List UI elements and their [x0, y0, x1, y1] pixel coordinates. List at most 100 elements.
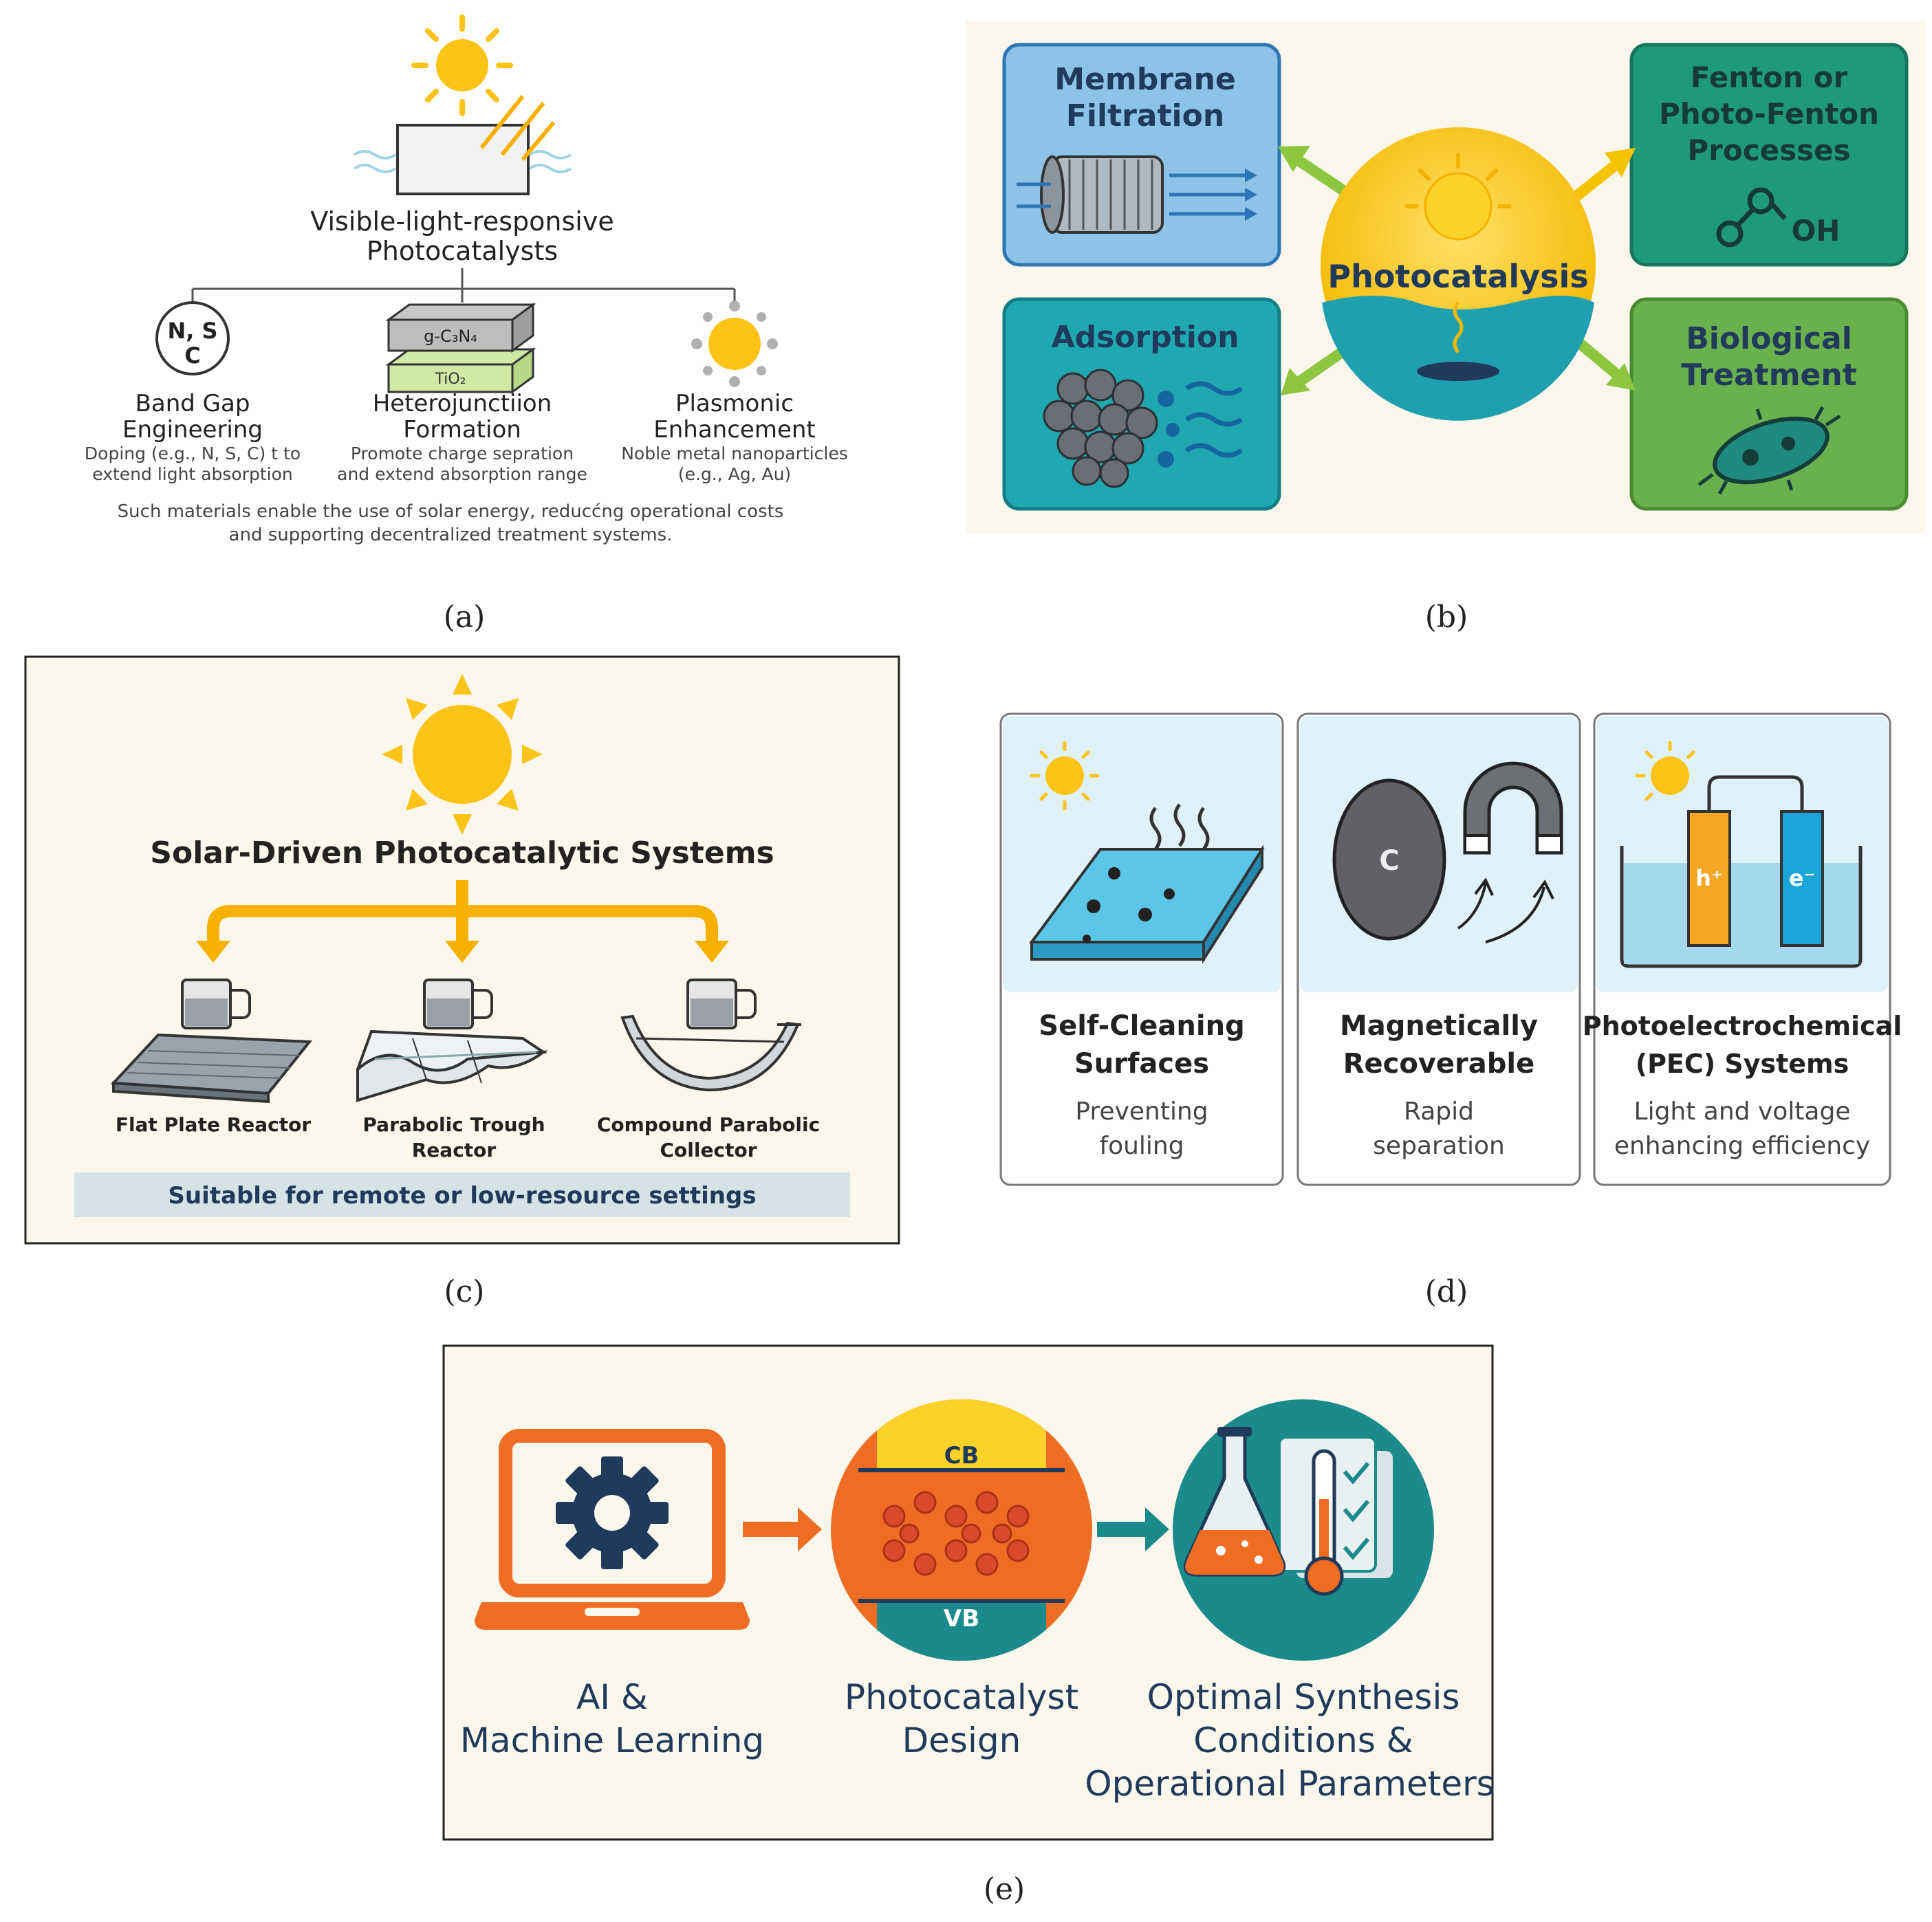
self-cleaning-card: Self-Cleaning Surfaces Preventing foulin… [999, 712, 1284, 1186]
arrow-right-icon [1097, 1507, 1169, 1551]
arrow-right-icon [743, 1507, 822, 1551]
svg-text:Photoelectrochemical: Photoelectrochemical [1583, 1011, 1902, 1041]
svg-text:Band Gap: Band Gap [135, 390, 250, 417]
svg-text:Formation: Formation [403, 416, 521, 444]
svg-text:Conditions &: Conditions & [1193, 1721, 1413, 1760]
sun-icon [1030, 741, 1100, 811]
adsorbent-particle-icon [1043, 369, 1158, 488]
sun-icon [382, 674, 543, 835]
electron-label: e⁻ [1789, 865, 1816, 891]
svg-text:and extend absorption range: and extend absorption range [337, 464, 587, 484]
svg-text:enhancing efficiency: enhancing efficiency [1614, 1132, 1870, 1160]
biological-treatment-box: Biological Treatment [1629, 297, 1909, 511]
svg-text:fouling: fouling [1099, 1132, 1184, 1160]
svg-text:Plasmonic: Plasmonic [675, 390, 794, 417]
svg-text:Noble metal nanoparticles: Noble metal nanoparticles [621, 444, 848, 463]
adsorption-box: Adsorption [1002, 297, 1281, 511]
svg-text:(PEC) Systems: (PEC) Systems [1636, 1049, 1849, 1079]
svg-text:Heterojunctiion: Heterojunctiion [373, 390, 552, 417]
svg-text:Rapid: Rapid [1404, 1097, 1474, 1126]
svg-text:Biological: Biological [1686, 321, 1852, 356]
pec-systems-card: h⁺ e⁻ Photoelectrochemical (PEC) Systems… [1583, 712, 1902, 1186]
doping-icon: N, S C [155, 301, 230, 375]
compound-parabolic-collector-icon [620, 1014, 801, 1092]
svg-text:Flat Plate Reactor: Flat Plate Reactor [116, 1113, 312, 1136]
svg-text:Operational Parameters: Operational Parameters [1085, 1764, 1494, 1804]
svg-text:AI &: AI & [576, 1677, 648, 1717]
svg-text:Surfaces: Surfaces [1074, 1048, 1209, 1080]
photoanode [1687, 810, 1731, 947]
svg-text:Engineering: Engineering [122, 416, 263, 444]
panel-a-footer-line1: Such materials enable the use of solar e… [118, 501, 784, 522]
surface-tile-icon [1029, 844, 1265, 964]
vb-label: VB [944, 1605, 979, 1632]
svg-text:Self-Cleaning: Self-Cleaning [1039, 1010, 1244, 1042]
cb-label: CB [944, 1442, 979, 1470]
svg-text:extend light absorption: extend light absorption [92, 464, 292, 484]
photocatalyst-design-icon: CB VB [831, 1399, 1092, 1661]
membrane-filtration-box: Membrane Filtration [1002, 43, 1281, 267]
svg-text:Promote charge sepration: Promote charge sepration [351, 444, 574, 463]
caption-c: (c) [444, 1274, 485, 1309]
svg-text:Recoverable: Recoverable [1343, 1048, 1535, 1080]
svg-text:C: C [184, 342, 200, 369]
wave-icon [353, 150, 397, 173]
panel-c-title: Solar-Driven Photocatalytic Systems [150, 836, 774, 871]
tree-connector [191, 268, 736, 303]
svg-text:Photo-Fenton: Photo-Fenton [1659, 97, 1879, 131]
parabolic-trough-reactor-icon [356, 1029, 548, 1102]
attraction-arrow-icon [1457, 877, 1554, 943]
branch-arrows [207, 880, 718, 946]
layer-bottom-label: TiO₂ [434, 371, 466, 388]
panel-e: CB VB AI & Machine Learning [442, 1344, 1495, 1841]
panel-a-items: Band Gap Engineering Doping (e.g., N, S,… [85, 390, 848, 484]
panel-a-title-line1: Visible-light-responsive [310, 206, 614, 237]
panel-c: Solar-Driven Photocatalytic Systems [24, 655, 900, 1245]
svg-text:Filtration: Filtration [1066, 98, 1224, 133]
svg-text:Fenton or: Fenton or [1691, 61, 1848, 94]
steam-icon [1149, 803, 1210, 851]
layer-top-label: g-C₃N₄ [424, 327, 477, 346]
svg-text:Membrane: Membrane [1054, 62, 1236, 97]
hole-label: h⁺ [1695, 865, 1723, 891]
gear-icon [556, 1456, 669, 1569]
catalyst-oval [1332, 778, 1446, 941]
panel-b: Membrane Filtration [966, 21, 1926, 533]
caption-b: (b) [1425, 600, 1468, 635]
svg-text:Design: Design [902, 1721, 1021, 1760]
electrolyte-cell [1620, 846, 1863, 968]
wave-icon [528, 150, 572, 173]
svg-text:Parabolic Trough: Parabolic Trough [362, 1113, 545, 1136]
svg-text:Processes: Processes [1687, 133, 1850, 167]
photocatalysis-label: Photocatalysis [1327, 258, 1588, 295]
beaker-icon [181, 979, 757, 1029]
svg-text:N, S: N, S [167, 318, 217, 344]
svg-text:Magnetically: Magnetically [1340, 1010, 1538, 1042]
oh-label: OH [1792, 214, 1841, 248]
panel-e-labels: AI & Machine Learning Photocatalyst Desi… [460, 1677, 1495, 1804]
panel-a-footer-line2: and supporting decentralized treatment s… [229, 525, 673, 545]
svg-text:Preventing: Preventing [1075, 1097, 1208, 1126]
sun-icon [1404, 153, 1512, 241]
reactor-labels: Flat Plate Reactor Parabolic Trough Reac… [116, 1113, 820, 1161]
svg-text:separation: separation [1373, 1132, 1505, 1160]
svg-text:Optimal Synthesis: Optimal Synthesis [1147, 1677, 1460, 1717]
svg-text:Photocatalyst: Photocatalyst [845, 1677, 1078, 1717]
photocatalysis-sphere: Photocatalysis [1321, 127, 1596, 421]
bacterium-icon [1697, 406, 1841, 495]
caption-a: (a) [444, 600, 486, 635]
caption-e: (e) [984, 1872, 1025, 1907]
wave-icon [1184, 381, 1244, 458]
plasmonic-nanoparticle-icon [691, 301, 778, 387]
svg-text:Treatment: Treatment [1681, 358, 1857, 393]
svg-text:(e.g., Ag, Au): (e.g., Ag, Au) [678, 464, 791, 484]
banner [74, 1172, 850, 1217]
panel-a-title-line2: Photocatalysts [367, 236, 558, 266]
svg-text:Compound Parabolic: Compound Parabolic [597, 1113, 820, 1136]
svg-text:Machine Learning: Machine Learning [460, 1721, 764, 1760]
svg-text:Light and voltage: Light and voltage [1634, 1097, 1851, 1126]
catalyst-block [396, 124, 530, 195]
svg-text:Enhancement: Enhancement [653, 416, 816, 444]
lab-conditions-icon [1173, 1399, 1434, 1661]
